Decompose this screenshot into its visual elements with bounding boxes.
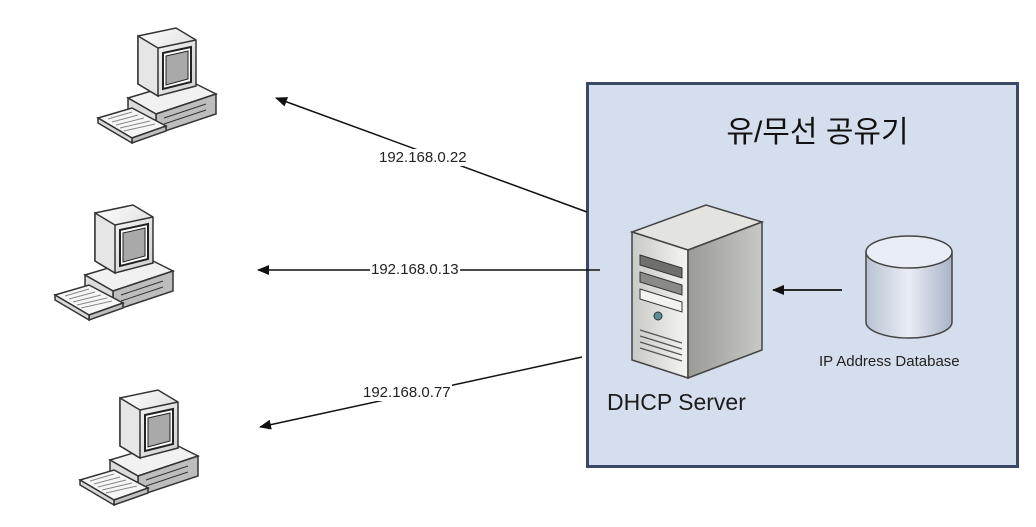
client-ip-label-2: 192.168.0.13 [370, 261, 460, 278]
client-computer-2 [54, 204, 174, 321]
router-title: 유/무선 공유기 [726, 116, 909, 149]
client-computer-1 [97, 27, 217, 144]
desktop-computer-icon [54, 204, 174, 321]
database-cylinder-icon [865, 235, 953, 339]
client-ip-label-1: 192.168.0.22 [378, 149, 468, 166]
server-label: DHCP Server [607, 389, 746, 415]
server-tower-icon [629, 204, 765, 380]
database-label: IP Address Database [819, 353, 960, 370]
desktop-computer-icon [79, 389, 199, 506]
client-ip-label-3: 192.168.0.77 [362, 384, 452, 401]
desktop-computer-icon [97, 27, 217, 144]
client-computer-3 [79, 389, 199, 506]
